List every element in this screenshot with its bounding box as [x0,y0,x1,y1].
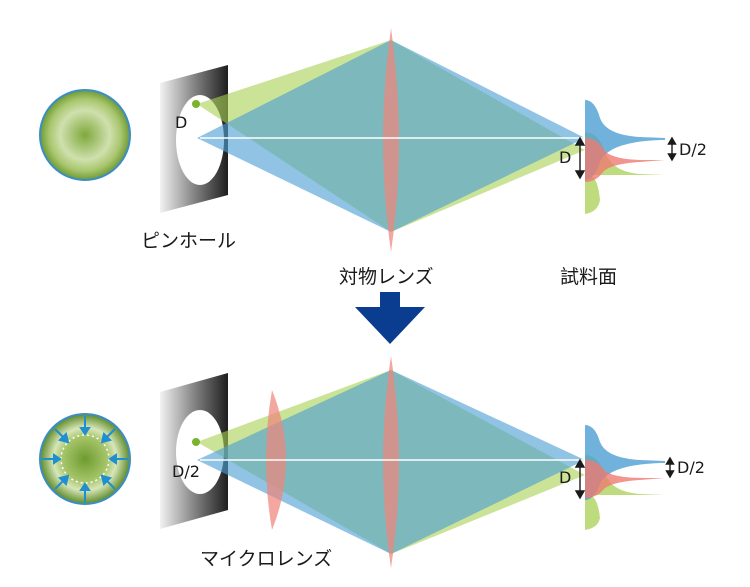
bottom-profile-green [585,455,665,530]
objective-lens-label: 対物レンズ [339,266,434,288]
top-spot-dim-left: D [559,148,572,167]
down-arrow-icon [355,292,425,344]
bottom-pinhole-point [192,438,200,446]
top-objective-lens [383,28,399,252]
top-profile-red [585,138,665,182]
top-pinhole-point [192,100,200,108]
top-dim-arrow-left [574,136,586,180]
pinhole-label: ピンホール [141,230,237,252]
bottom-dim-arrow-left [574,458,586,500]
microlens-label: マイクロレンズ [200,548,333,570]
top-pinhole-opening [176,95,224,185]
top-pinhole-dim-label: D [175,113,188,132]
inward-arrows-icon [42,416,128,502]
sample-surface-label: 試料面 [560,266,618,288]
bottom-objective-lens [383,356,399,568]
top-panel [39,28,677,252]
bottom-pinhole-dim-label: D/2 [172,462,200,481]
top-profile-blue [585,100,665,180]
bottom-spot-dim-right: D/2 [677,458,705,477]
bottom-profile-red [585,460,665,498]
bottom-pinhole-opening [176,410,224,494]
top-dim-arrow-right [667,136,677,162]
bottom-profile-blue [585,425,665,500]
bottom-panel [39,356,675,568]
bottom-dim-arrow-right [665,456,675,479]
top-spot-dim-right: D/2 [679,140,707,159]
bottom-spot-dim-left: D [559,468,572,487]
top-spot-disk [39,89,131,181]
